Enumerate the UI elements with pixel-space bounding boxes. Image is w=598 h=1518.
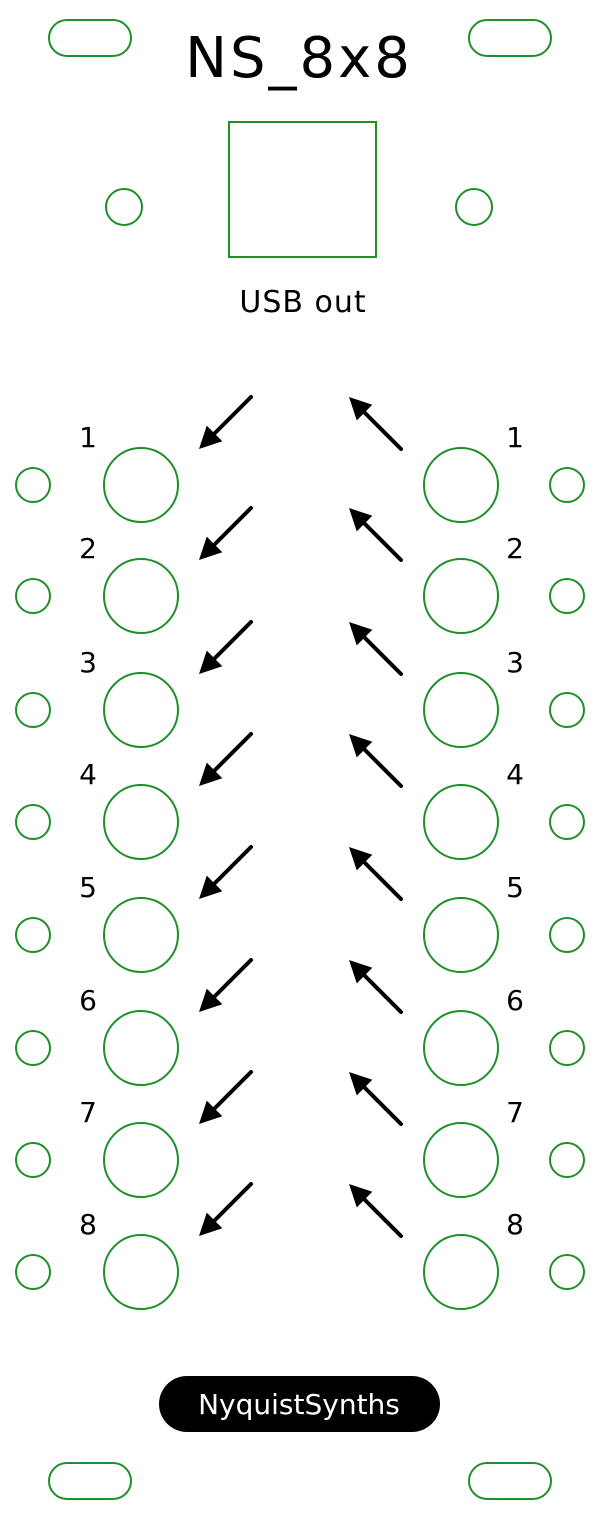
arrow-from-right-jack-5 xyxy=(349,847,403,901)
right-jack-7 xyxy=(423,1122,499,1198)
arrow-to-left-jack-1 xyxy=(199,395,253,449)
right-number-6: 6 xyxy=(506,984,524,1017)
brand-badge xyxy=(159,1376,440,1432)
left-number-3: 3 xyxy=(79,646,97,679)
mounting-slot-top-right xyxy=(468,19,552,57)
left-jack-1 xyxy=(103,447,179,523)
mounting-slot-bottom-right xyxy=(468,1462,552,1500)
left-small-hole-4 xyxy=(15,804,51,840)
left-jack-3 xyxy=(103,672,179,748)
arrow-from-right-jack-6 xyxy=(349,960,403,1014)
arrow-to-left-jack-7 xyxy=(199,1070,253,1124)
right-number-1: 1 xyxy=(506,421,524,454)
left-number-2: 2 xyxy=(79,532,97,565)
right-small-hole-2 xyxy=(549,578,585,614)
right-number-3: 3 xyxy=(506,646,524,679)
arrow-to-left-jack-8 xyxy=(199,1182,253,1236)
left-number-4: 4 xyxy=(79,758,97,791)
right-small-hole-5 xyxy=(549,917,585,953)
left-number-6: 6 xyxy=(79,984,97,1017)
left-small-hole-5 xyxy=(15,917,51,953)
brand-label: NyquistSynths xyxy=(198,1388,400,1421)
left-small-hole-7 xyxy=(15,1142,51,1178)
arrow-to-left-jack-3 xyxy=(199,620,253,674)
arrow-from-right-jack-8 xyxy=(349,1184,403,1238)
arrow-from-right-jack-1 xyxy=(349,397,403,451)
right-jack-8 xyxy=(423,1234,499,1310)
right-jack-2 xyxy=(423,558,499,634)
arrow-from-right-jack-3 xyxy=(349,622,403,676)
right-number-5: 5 xyxy=(506,871,524,904)
left-jack-4 xyxy=(103,784,179,860)
right-number-4: 4 xyxy=(506,758,524,791)
right-small-hole-7 xyxy=(549,1142,585,1178)
left-small-hole-2 xyxy=(15,578,51,614)
usb-screw-hole-right xyxy=(455,188,493,226)
left-jack-2 xyxy=(103,558,179,634)
arrow-to-left-jack-5 xyxy=(199,845,253,899)
right-jack-3 xyxy=(423,672,499,748)
arrow-to-left-jack-6 xyxy=(199,958,253,1012)
left-small-hole-1 xyxy=(15,467,51,503)
right-small-hole-4 xyxy=(549,804,585,840)
right-jack-4 xyxy=(423,784,499,860)
mounting-slot-top-left xyxy=(48,19,132,57)
left-jack-5 xyxy=(103,897,179,973)
right-number-8: 8 xyxy=(506,1208,524,1241)
left-small-hole-6 xyxy=(15,1030,51,1066)
right-small-hole-6 xyxy=(549,1030,585,1066)
arrow-to-left-jack-2 xyxy=(199,506,253,560)
left-jack-8 xyxy=(103,1234,179,1310)
right-small-hole-1 xyxy=(549,467,585,503)
mounting-slot-bottom-left xyxy=(48,1462,132,1500)
arrow-from-right-jack-7 xyxy=(349,1072,403,1126)
left-jack-6 xyxy=(103,1010,179,1086)
left-small-hole-8 xyxy=(15,1254,51,1290)
right-number-2: 2 xyxy=(506,532,524,565)
left-number-5: 5 xyxy=(79,871,97,904)
right-jack-5 xyxy=(423,897,499,973)
usb-port-outline xyxy=(228,121,377,258)
right-small-hole-3 xyxy=(549,692,585,728)
left-jack-7 xyxy=(103,1122,179,1198)
usb-screw-hole-left xyxy=(105,188,143,226)
right-small-hole-8 xyxy=(549,1254,585,1290)
left-small-hole-3 xyxy=(15,692,51,728)
right-jack-1 xyxy=(423,447,499,523)
right-jack-6 xyxy=(423,1010,499,1086)
left-number-8: 8 xyxy=(79,1208,97,1241)
usb-out-label: USB out xyxy=(239,285,366,320)
arrow-from-right-jack-2 xyxy=(349,508,403,562)
arrow-from-right-jack-4 xyxy=(349,734,403,788)
left-number-7: 7 xyxy=(79,1096,97,1129)
left-number-1: 1 xyxy=(79,421,97,454)
right-number-7: 7 xyxy=(506,1096,524,1129)
module-title: NS_8x8 xyxy=(185,26,413,91)
arrow-to-left-jack-4 xyxy=(199,732,253,786)
